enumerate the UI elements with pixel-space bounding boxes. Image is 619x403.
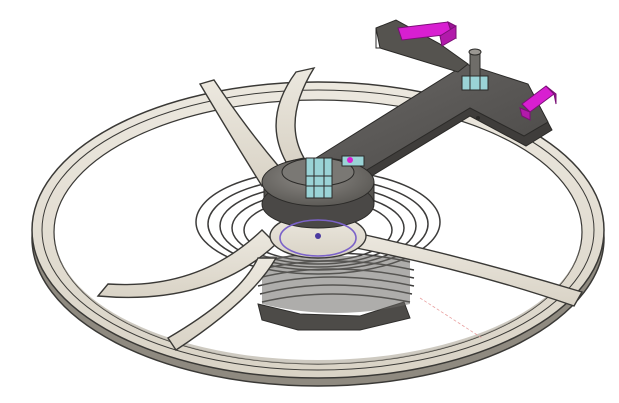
regulator-arm[interactable]: [397, 21, 557, 121]
axis-guideline: [419, 297, 483, 339]
regulator-pin-upper[interactable]: [397, 21, 457, 47]
selection-ring[interactable]: [279, 219, 357, 257]
roller-table[interactable]: [257, 256, 411, 331]
end-stone-assembly[interactable]: [261, 155, 375, 229]
regulator-pin-right[interactable]: [519, 85, 557, 121]
